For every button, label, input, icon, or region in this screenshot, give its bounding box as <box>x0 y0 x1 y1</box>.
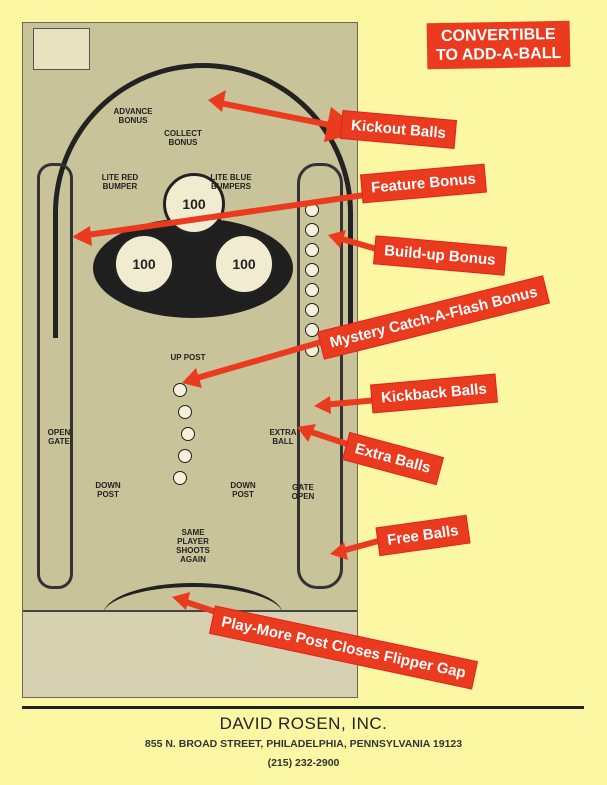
lite-blue-bumpers-text: LITE BLUE BUMPERS <box>210 173 252 191</box>
convertible-badge: CONVERTIBLE TO ADD-A-BALL <box>426 20 571 70</box>
advance-bonus-text: ADVANCE BONUS <box>113 107 153 125</box>
lite-red-bumper-text: LITE RED BUMPER <box>101 173 139 191</box>
down-post-text: DOWN POST <box>230 481 256 499</box>
arrow-mystery <box>189 335 336 383</box>
arrow-feature <box>79 192 366 239</box>
pinball-playfield-photo: 100 100 100 ADVANCE BONUS COLLECT BONUS … <box>22 22 358 698</box>
instruction-card <box>33 28 90 70</box>
pop-bumper: 100 <box>213 233 275 295</box>
playfield-arch <box>53 63 353 338</box>
collect-bonus-text: COLLECT BONUS <box>164 129 202 147</box>
badge-line2: TO ADD-A-BALL <box>435 44 562 65</box>
right-lane <box>297 163 343 589</box>
company-address: 855 N. BROAD STREET, PHILADELPHIA, PENNS… <box>144 738 463 750</box>
arrow-kickback <box>321 397 379 408</box>
up-post-text: UP POST <box>170 353 206 362</box>
arrow-kickout <box>214 99 363 143</box>
footer-divider <box>22 706 584 709</box>
badge-line1: CONVERTIBLE <box>440 26 556 46</box>
arrow-extra <box>304 427 351 448</box>
same-player-text: SAME PLAYER SHOOTS AGAIN <box>176 528 210 564</box>
flipper-area <box>103 583 283 647</box>
left-lane <box>37 163 73 589</box>
extra-ball-text: EXTRA BALL <box>269 428 297 446</box>
company-phone: (215) 232-2900 <box>267 757 340 769</box>
open-gate-text: OPEN GATE <box>47 428 71 446</box>
company-name: DAVID ROSEN, INC. <box>219 714 388 733</box>
down-post-text: DOWN POST <box>95 481 121 499</box>
gate-open-text: GATE OPEN <box>291 483 315 501</box>
pop-bumper: 100 <box>113 233 175 295</box>
